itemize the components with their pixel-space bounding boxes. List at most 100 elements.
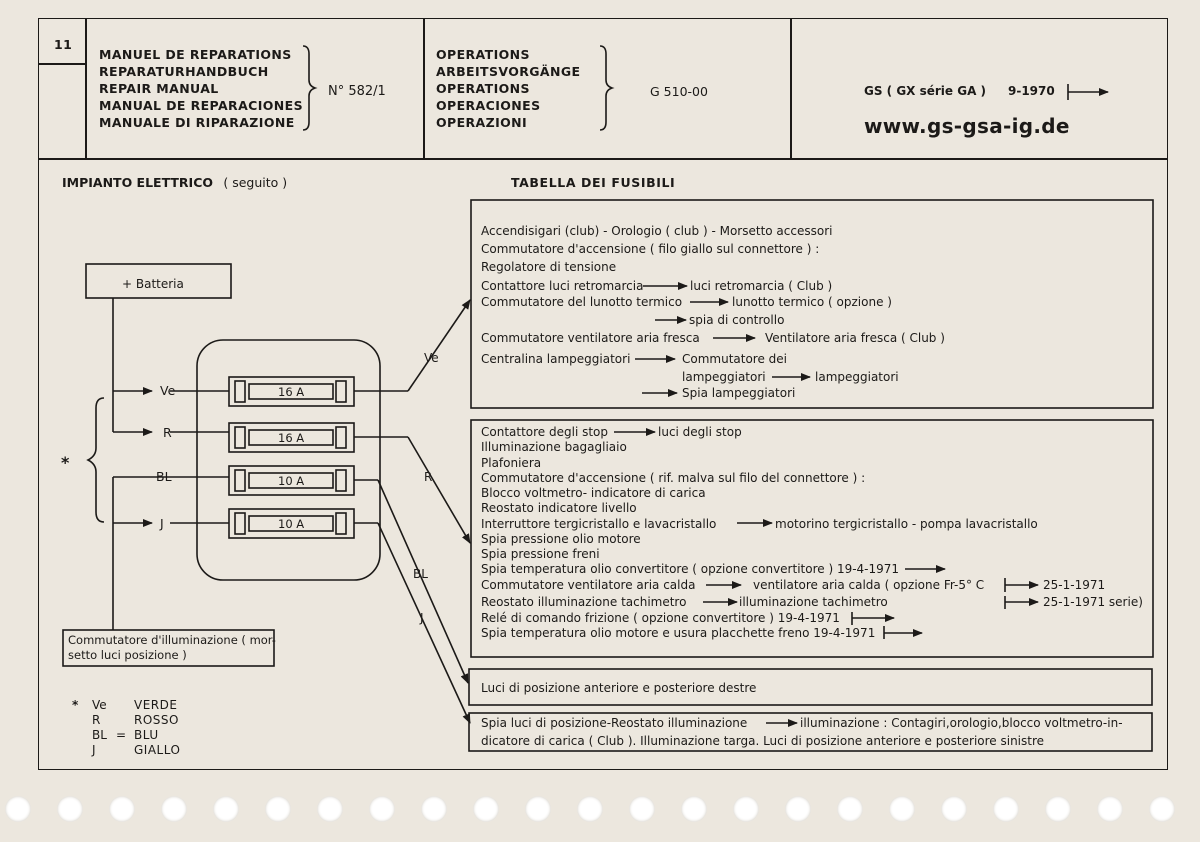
website-link[interactable]: www.gs-gsa-ig.de xyxy=(864,114,1070,138)
b4-line-2: dicatore di carica ( Club ). Illuminazio… xyxy=(481,734,1045,748)
b1-line-10: Spia lampeggiatori xyxy=(682,386,796,400)
page-number-underline xyxy=(38,63,86,65)
operation-code: G 510-00 xyxy=(650,84,708,99)
model-label: GS ( GX série GA ) xyxy=(864,84,987,98)
b1-line-4a: Contattore luci retromarcia xyxy=(481,279,644,293)
fuse-holder xyxy=(196,339,381,581)
binder-hole xyxy=(5,796,31,822)
wire-label-ve: Ve xyxy=(424,351,439,365)
b2-line-7a: Interruttore tergicristallo e lavacrista… xyxy=(481,517,717,531)
operation-title-es: OPERACIONES xyxy=(436,98,541,113)
operation-title-de: ARBEITSVORGÄNGE xyxy=(436,64,581,79)
manual-title-es: MANUAL DE REPARACIONES xyxy=(99,98,304,113)
b2-line-8: Spia pressione olio motore xyxy=(481,532,641,546)
operation-title-en: OPERATIONS xyxy=(436,81,530,96)
binder-hole xyxy=(213,796,239,822)
manual-title-de: REPARATURHANDBUCH xyxy=(99,64,269,79)
switch-label: Commutatore d'illuminazione ( mor- setto… xyxy=(68,633,276,663)
header-col-2 xyxy=(423,18,425,158)
page-number: 11 xyxy=(54,37,73,52)
binder-hole xyxy=(317,796,343,822)
operation-title-fr: OPERATIONS xyxy=(436,47,530,62)
wire-r-out xyxy=(407,436,471,544)
binder-hole xyxy=(265,796,291,822)
b1-line-5b: lunotto termico ( opzione ) xyxy=(732,295,892,309)
switch-label-line-1: Commutatore d'illuminazione ( mor- xyxy=(68,633,276,647)
legend-code: Ve xyxy=(92,698,107,712)
manual-title-fr: MANUEL DE REPARATIONS xyxy=(99,47,292,62)
manual-titles: MANUEL DE REPARATIONS REPARATURHANDBUCH … xyxy=(99,46,303,131)
b1-line-8a: Centralina lampeggiatori xyxy=(481,352,631,366)
b2-line-4: Commutatore d'accensione ( rif. malva su… xyxy=(481,471,866,485)
binder-hole xyxy=(733,796,759,822)
b2-line-11b: ventilatore aria calda ( opzione Fr-5° C xyxy=(753,578,985,592)
fuse-box-1 xyxy=(470,199,1154,409)
b1-line-8b: Commutatore dei xyxy=(682,352,788,366)
wire-code-j: J xyxy=(160,516,164,531)
legend-name: VERDE xyxy=(134,698,178,712)
fuse-bl xyxy=(150,465,378,496)
wire-code-bl: BL xyxy=(156,469,172,484)
brace-asterisk xyxy=(86,397,105,523)
binder-hole xyxy=(837,796,863,822)
binder-hole xyxy=(629,796,655,822)
wire-code-r: R xyxy=(163,425,172,440)
binder-hole xyxy=(993,796,1019,822)
brace-manual xyxy=(302,45,318,131)
b1-line-7a: Commutatore ventilatore aria fresca xyxy=(481,331,700,345)
b2-line-6: Reostato indicatore livello xyxy=(481,501,637,515)
brace-operations xyxy=(599,45,615,131)
legend-sep: = xyxy=(116,728,127,742)
manual-title-en: REPAIR MANUAL xyxy=(99,81,219,96)
binder-hole xyxy=(941,796,967,822)
b2-line-3: Plafoniera xyxy=(481,456,542,470)
binder-hole xyxy=(109,796,135,822)
section-title-text: IMPIANTO ELETTRICO xyxy=(62,175,214,190)
b2-line-7b: motorino tergicristallo - pompa lavacris… xyxy=(775,517,1038,531)
legend-mark: * xyxy=(72,698,79,712)
operation-titles: OPERATIONS ARBEITSVORGÄNGE OPERATIONS OP… xyxy=(436,46,580,131)
b2-line-2: Illuminazione bagagliaio xyxy=(481,440,627,454)
b1-line-6: spia di controllo xyxy=(689,313,785,327)
manual-title-it: MANUALE DI RIPARAZIONE xyxy=(99,115,295,130)
page-frame xyxy=(38,18,1168,770)
binder-hole xyxy=(1045,796,1071,822)
fuse-box-4 xyxy=(468,712,1153,752)
table-title: TABELLA DEI FUSIBILI xyxy=(511,175,676,190)
legend-name: ROSSO xyxy=(134,713,179,727)
b3-line-1: Luci di posizione anteriore e posteriore… xyxy=(481,681,757,695)
wire-label-j: J xyxy=(420,611,424,625)
fuse-box-2 xyxy=(470,419,1154,658)
asterisk-mark: * xyxy=(61,453,70,472)
binder-hole xyxy=(577,796,603,822)
b2-line-14: Spia temperatura olio motore e usura pla… xyxy=(481,626,876,640)
binder-hole xyxy=(473,796,499,822)
wire-ve-out xyxy=(407,299,471,392)
b2-line-13: Relé di comando frizione ( opzione conve… xyxy=(481,611,840,625)
b1-line-3: Regolatore di tensione xyxy=(481,260,617,274)
battery-label: + Batteria xyxy=(122,277,184,291)
b2-line-5: Blocco voltmetro- indicatore di carica xyxy=(481,486,706,500)
b2-line-9: Spia pressione freni xyxy=(481,547,600,561)
b4-line-1a: Spia luci di posizione-Reostato illumina… xyxy=(481,716,748,730)
binder-hole xyxy=(1149,796,1175,822)
b2-line-12a: Reostato illuminazione tachimetro xyxy=(481,595,687,609)
wire-label-r: R xyxy=(424,470,433,484)
operation-title-it: OPERAZIONI xyxy=(436,115,528,130)
fuse-rating-ve: 16 A xyxy=(278,385,305,399)
header-col-3 xyxy=(790,18,792,158)
b1-line-7b: Ventilatore aria fresca ( Club ) xyxy=(765,331,945,345)
b1-line-2: Commutatore d'accensione ( filo giallo s… xyxy=(481,242,820,256)
b2-line-10: Spia temperatura olio convertitore ( opz… xyxy=(481,562,900,576)
b1-line-1: Accendisigari (club) - Orologio ( club )… xyxy=(481,224,833,238)
b1-line-4b: luci retromarcia ( Club ) xyxy=(690,279,833,293)
wire-code-ve: Ve xyxy=(160,383,176,398)
b2-line-12b: illuminazione tachimetro xyxy=(739,595,888,609)
legend-code: J xyxy=(92,743,96,757)
header-divider xyxy=(38,158,1168,160)
wire-bl-out xyxy=(377,479,469,684)
b2-line-12c: 25-1-1971 serie) xyxy=(1043,595,1143,609)
legend-code: R xyxy=(92,713,101,727)
legend-name: GIALLO xyxy=(134,743,181,757)
